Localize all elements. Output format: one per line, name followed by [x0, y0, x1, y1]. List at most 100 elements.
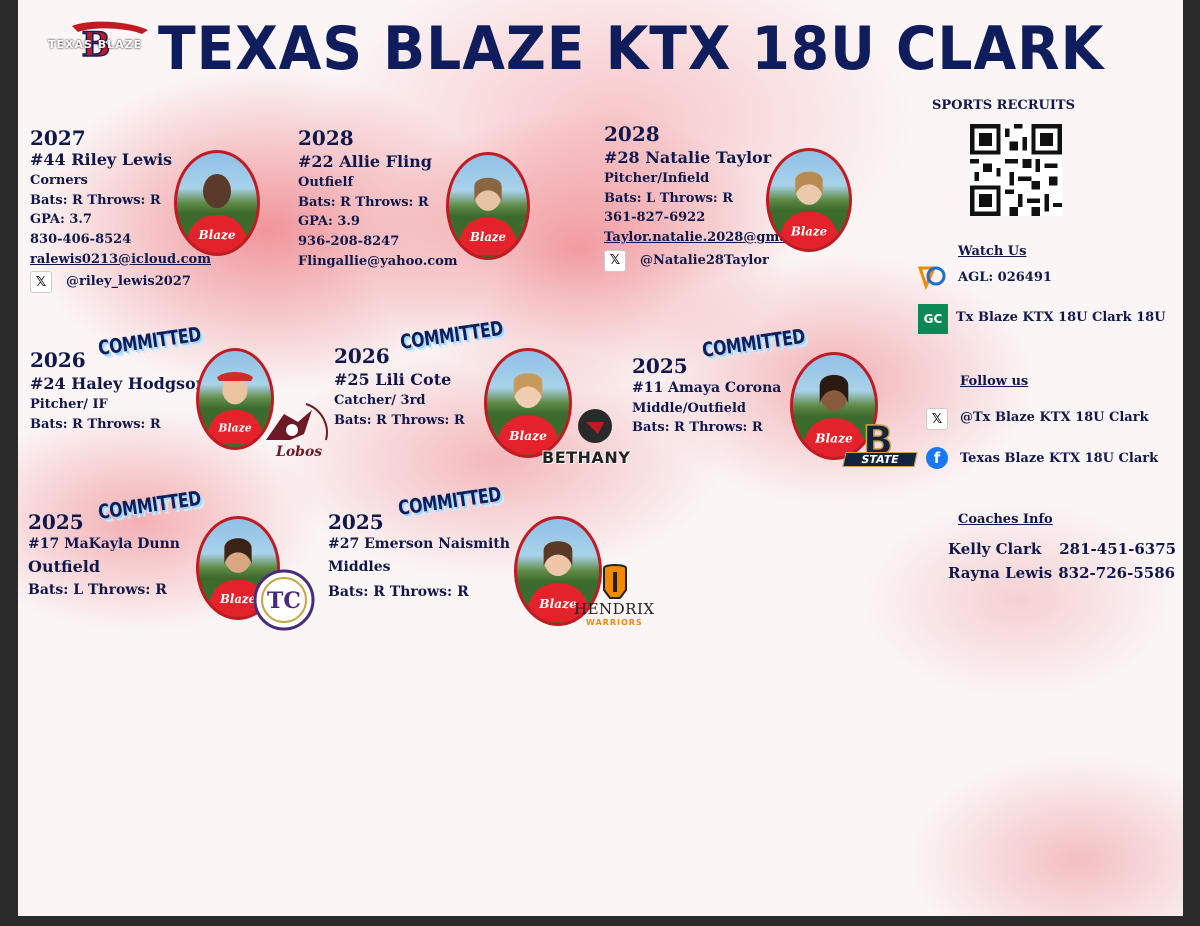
school-logo-text: STATE — [842, 452, 918, 467]
player-position: Outfield — [28, 556, 101, 576]
team-facebook[interactable]: Texas Blaze KTX 18U Clark — [960, 451, 1159, 466]
qr-code[interactable] — [970, 124, 1062, 216]
player-year: 2026 — [334, 344, 390, 368]
school-logo-hendrix: HENDRIX WARRIORS — [570, 564, 660, 636]
school-logo-bethany: BETHANY — [538, 406, 631, 472]
coaches-info-heading: Coaches Info — [958, 512, 1053, 527]
school-logo-text: BETHANY — [542, 448, 631, 467]
player-x-handle[interactable]: @riley_lewis2027 — [66, 274, 191, 290]
sports-recruits-label: SPORTS RECRUITS — [932, 98, 1075, 113]
player-year: 2026 — [30, 348, 86, 372]
player-bats-throws: Bats: L Throws: R — [604, 190, 734, 206]
roster-sheet: B TEXAS BLAZE TEXAS BLAZE KTX 18U CLARK … — [18, 0, 1183, 916]
player-bats-throws: Bats: R Throws: R — [30, 192, 161, 208]
svg-text:Blaze: Blaze — [217, 421, 251, 434]
player-card: 2028 #28 Natalie Taylor Pitcher/Infield … — [604, 122, 832, 272]
team-logo: B TEXAS BLAZE — [32, 20, 160, 72]
team-x-handle[interactable]: @Tx Blaze KTX 18U Clark — [960, 410, 1149, 425]
svg-text:Blaze: Blaze — [790, 224, 827, 238]
player-card: 2026 #25 Lili Cote Catcher/ 3rd Bats: R … — [334, 344, 465, 428]
gamechanger-team[interactable]: Tx Blaze KTX 18U Clark 18U — [956, 310, 1166, 325]
x-icon: 𝕏 — [30, 271, 52, 294]
coach-phone: 832-726-5586 — [1058, 564, 1176, 582]
player-name: #25 Lili Cote — [334, 370, 452, 389]
player-photo: Blaze — [514, 516, 602, 626]
agl-number: AGL: 026491 — [958, 270, 1052, 285]
school-logo-state: B STATE — [838, 417, 918, 476]
player-card: 2025 #11 Amaya Corona Middle/Outfield Ba… — [632, 354, 781, 436]
player-year: 2027 — [30, 126, 86, 150]
player-email[interactable]: ralewis0213@icloud.com — [30, 251, 211, 267]
gamechanger-icon: GC — [918, 304, 948, 334]
svg-text:Blaze: Blaze — [219, 592, 256, 606]
player-photo: Blaze — [174, 150, 260, 256]
player-year: 2025 — [28, 510, 84, 534]
player-phone: 936-208-8247 — [298, 233, 400, 249]
school-logo-text: HENDRIX — [574, 600, 655, 618]
player-bats-throws: Bats: L Throws: R — [28, 581, 167, 598]
player-card: 2025 #27 Emerson Naismith Middles Bats: … — [328, 510, 510, 600]
coach-name: Kelly Clark — [948, 540, 1042, 558]
svg-text:B: B — [82, 25, 111, 65]
x-icon: 𝕏 — [926, 408, 948, 430]
player-year: 2025 — [632, 354, 688, 378]
player-photo: Blaze — [766, 148, 852, 252]
player-position: Middles — [328, 558, 391, 575]
player-year: 2028 — [298, 126, 354, 150]
coach-row: Rayna Lewis 832-726-5586 — [948, 564, 1175, 582]
player-name: #28 Natalie Taylor — [604, 148, 772, 167]
player-card: 2028 #22 Allie Fling Outfielf Bats: R Th… — [298, 126, 458, 269]
player-photo: Blaze — [446, 152, 530, 260]
player-bats-throws: Bats: R Throws: R — [328, 583, 469, 600]
player-card: 2025 #17 MaKayla Dunn Outfield Bats: L T… — [28, 510, 180, 599]
page-title: TEXAS BLAZE KTX 18U CLARK — [158, 14, 1105, 84]
x-icon: 𝕏 — [604, 249, 626, 272]
svg-text:Blaze: Blaze — [469, 230, 506, 244]
player-name: #27 Emerson Naismith — [328, 536, 510, 552]
player-year: 2028 — [604, 122, 660, 146]
agl-icon — [916, 262, 946, 294]
follow-us-heading: Follow us — [960, 374, 1029, 389]
player-name: #11 Amaya Corona — [632, 380, 782, 396]
player-gpa: GPA: 3.9 — [298, 214, 360, 230]
player-phone: 830-406-8524 — [30, 231, 132, 247]
svg-text:Blaze: Blaze — [198, 228, 236, 242]
school-logo-text: Lobos — [276, 444, 323, 460]
player-position: Outfielf — [298, 175, 354, 191]
coach-name: Rayna Lewis — [948, 564, 1053, 582]
logo-text: TEXAS BLAZE — [48, 38, 143, 51]
school-logo-tc: TC — [252, 568, 316, 632]
player-position: Middle/Outfield — [632, 400, 746, 416]
player-name: #24 Haley Hodgson — [30, 374, 208, 393]
player-x-handle[interactable]: @Natalie28Taylor — [640, 252, 769, 268]
player-name: #17 MaKayla Dunn — [28, 536, 180, 552]
player-position: Pitcher/ IF — [30, 397, 108, 413]
player-position: Catcher/ 3rd — [334, 393, 426, 409]
player-position: Pitcher/Infield — [604, 171, 710, 187]
player-photo: Blaze — [196, 348, 274, 450]
player-phone: 361-827-6922 — [604, 210, 706, 226]
school-logo-lobos: Lobos — [254, 400, 334, 466]
player-photo: Blaze — [484, 348, 572, 458]
svg-text:Blaze: Blaze — [538, 596, 577, 611]
coach-row: Kelly Clark 281-451-6375 — [948, 540, 1176, 558]
player-bats-throws: Bats: R Throws: R — [632, 420, 763, 436]
player-photo: Blaze — [790, 352, 878, 460]
school-logo-subtext: WARRIORS — [586, 618, 643, 627]
player-bats-throws: Bats: R Throws: R — [30, 416, 161, 432]
facebook-icon: f — [926, 447, 948, 469]
player-card: 2026 #24 Haley Hodgson Pitcher/ IF Bats:… — [30, 348, 207, 432]
svg-text:Blaze: Blaze — [814, 432, 853, 446]
player-bats-throws: Bats: R Throws: R — [298, 194, 429, 210]
player-bats-throws: Bats: R Throws: R — [334, 412, 465, 428]
watch-us-heading: Watch Us — [958, 244, 1027, 259]
player-year: 2025 — [328, 510, 384, 534]
player-gpa: GPA: 3.7 — [30, 212, 92, 228]
player-name: #44 Riley Lewis — [30, 150, 173, 169]
school-logo-text: TC — [267, 588, 301, 614]
player-name: #22 Allie Fling — [298, 152, 432, 171]
coach-phone: 281-451-6375 — [1059, 540, 1177, 558]
player-position: Corners — [30, 173, 88, 189]
svg-text:Blaze: Blaze — [508, 428, 547, 443]
player-email[interactable]: Flingallie@yahoo.com — [298, 253, 458, 269]
